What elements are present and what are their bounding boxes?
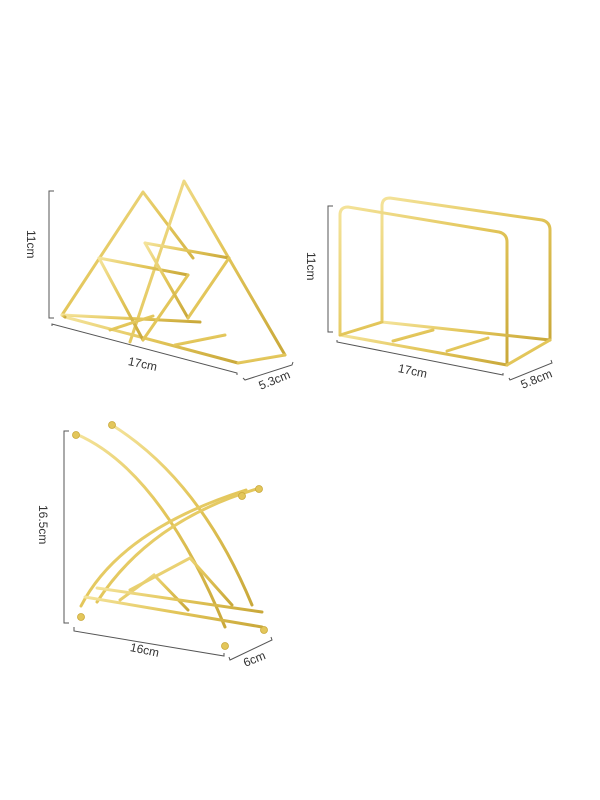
rectangle-dimension-lines — [327, 205, 553, 381]
arc-holder-ball-ends — [72, 421, 268, 650]
arc-holder-image — [74, 423, 264, 629]
triangle-height-label: 11cm — [24, 230, 38, 259]
triangle-holder-image — [60, 179, 287, 365]
arc-height-label: 16.5cm — [36, 505, 50, 545]
triangle-dimension-lines — [48, 190, 294, 381]
rectangle-height-label: 11cm — [304, 252, 318, 281]
arc-dimension-lines — [63, 430, 273, 661]
rectangle-holder-image — [338, 196, 552, 367]
